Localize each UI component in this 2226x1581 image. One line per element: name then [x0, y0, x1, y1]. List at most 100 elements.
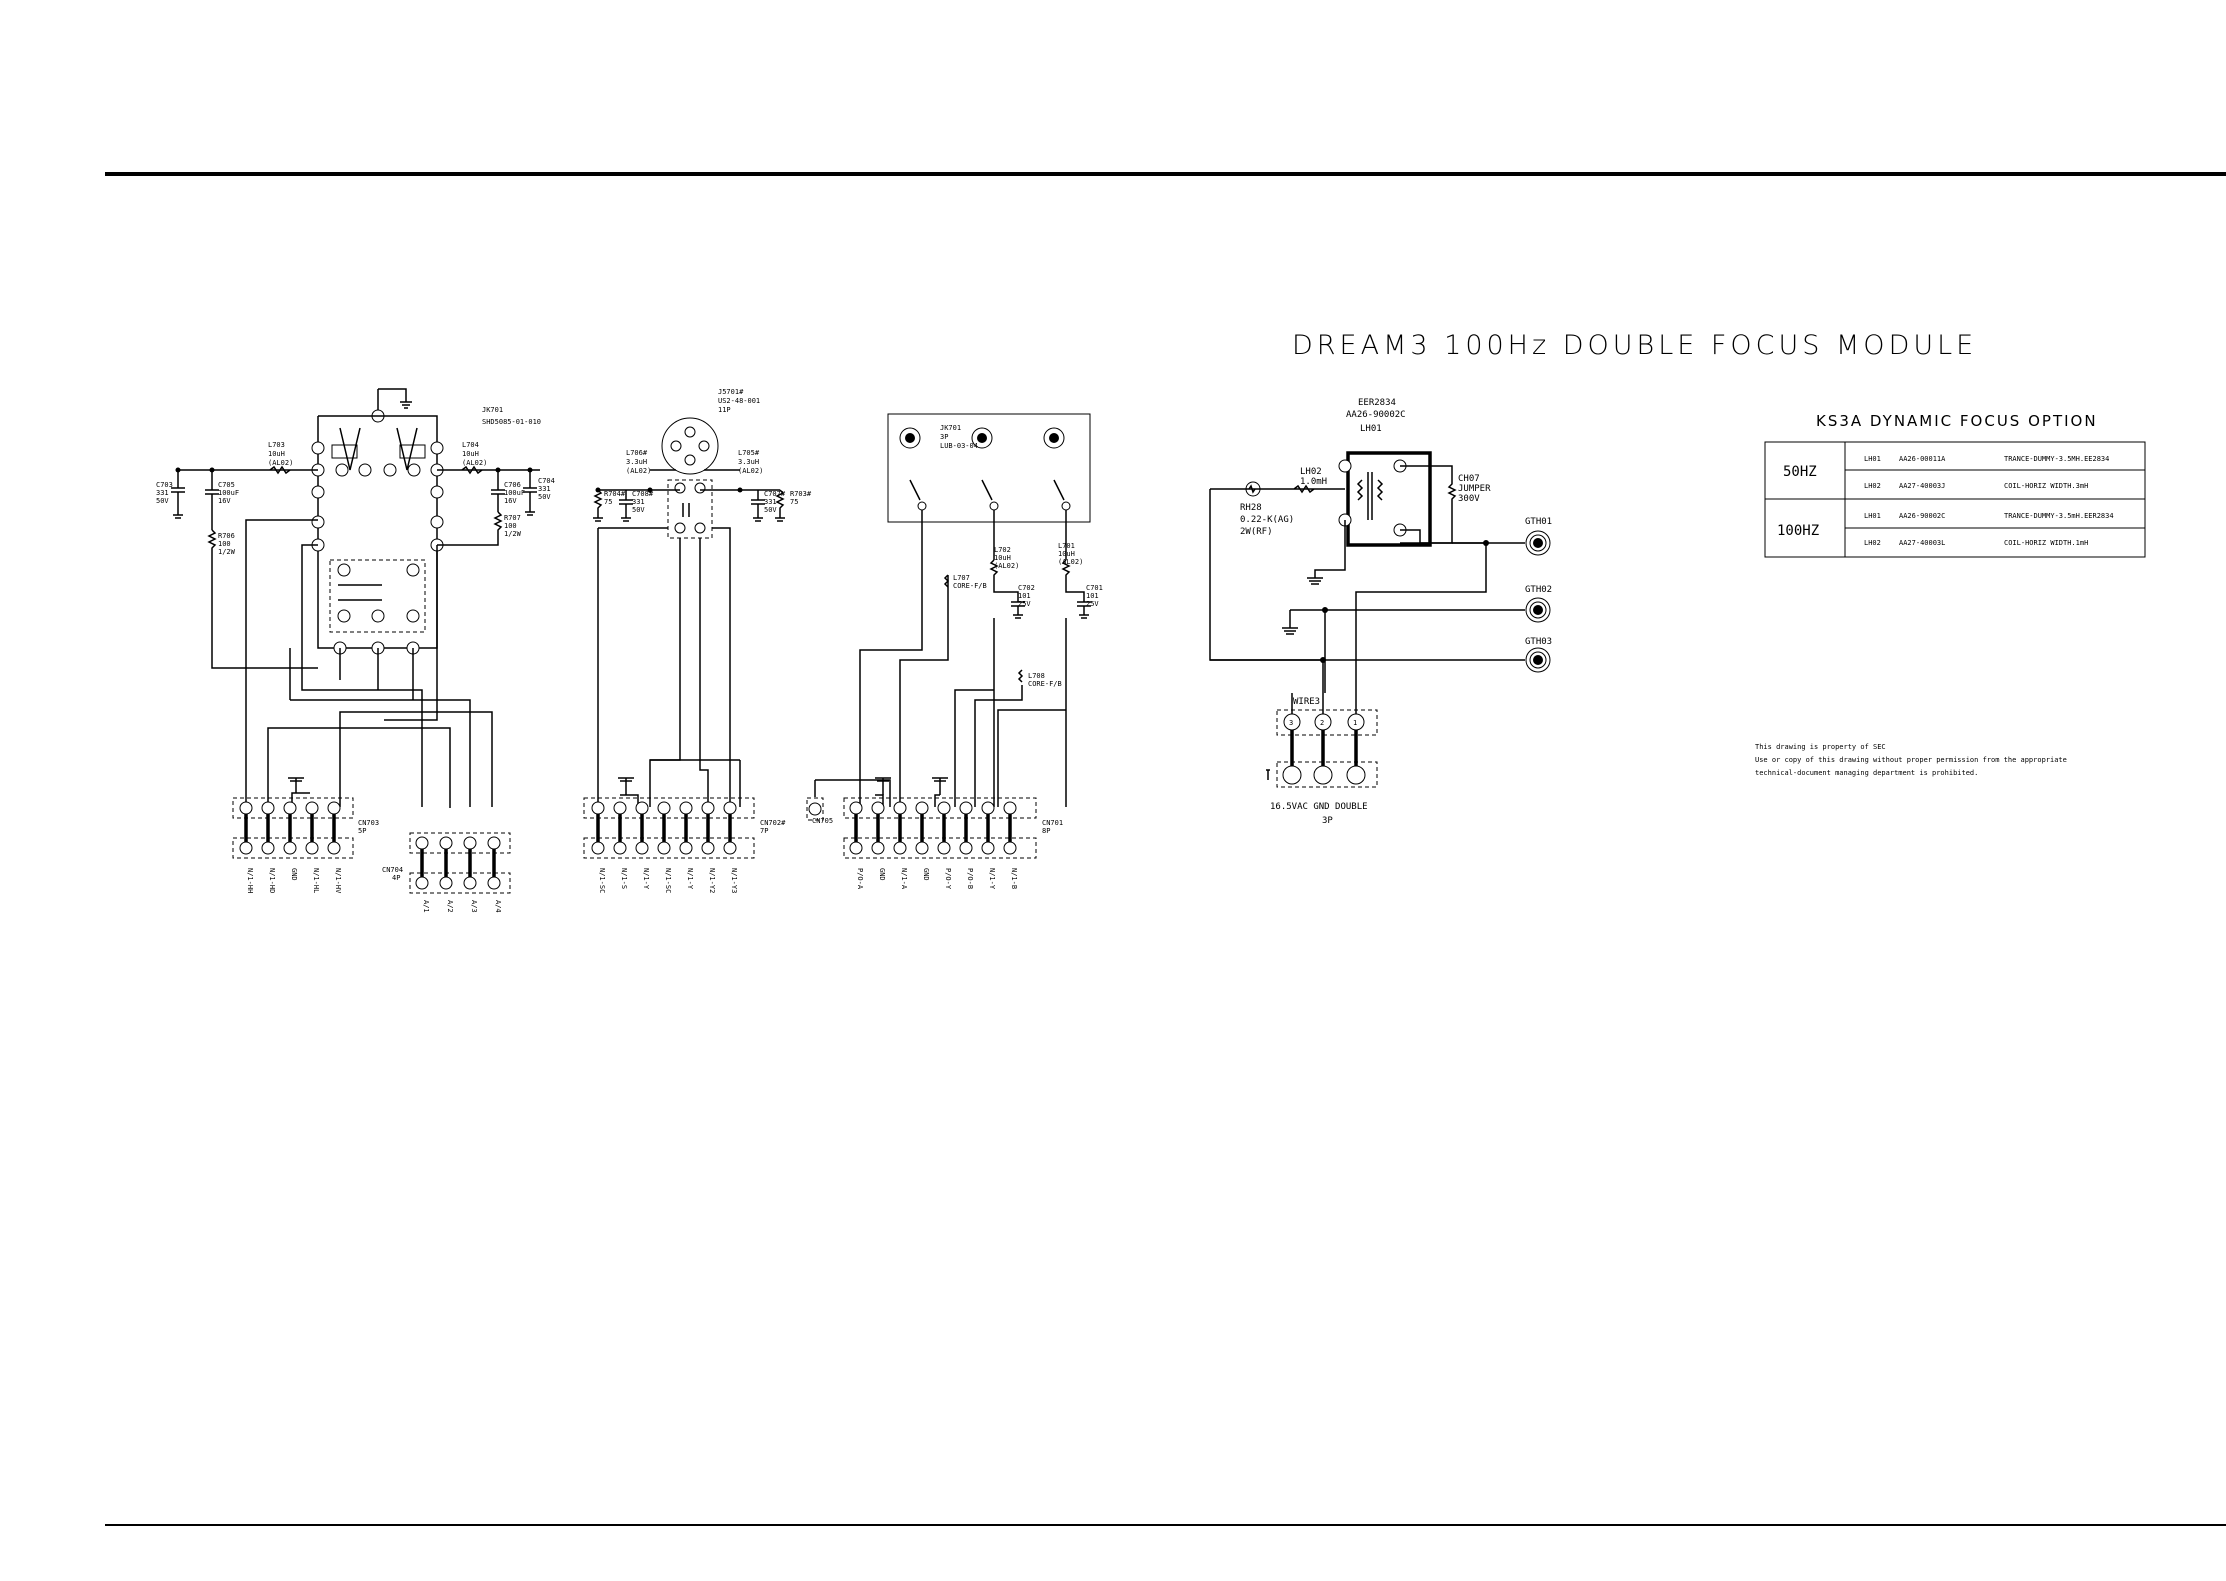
gth03-label: GTH03	[1525, 637, 1552, 647]
lh02-value: 1.0mH	[1300, 477, 1327, 487]
wire3-pin-names: 16.5VAC GND DOUBLE	[1270, 802, 1368, 812]
notice-line: technical-document managing department i…	[1755, 769, 1978, 777]
svg-text:3: 3	[1289, 719, 1293, 727]
cn703-pin-bottom	[239, 841, 253, 855]
option-cell: AA26-90002C	[1899, 512, 1945, 520]
c701-rating: 25V	[1086, 600, 1099, 608]
l702-label: L702	[994, 546, 1011, 554]
r703-label: R703#	[790, 490, 812, 498]
gth01-label: GTH01	[1525, 517, 1552, 527]
r707-power: 1/2W	[504, 530, 522, 538]
jk701b-part-label: LUB-03-04	[940, 442, 978, 450]
cn703-pin-top	[261, 801, 275, 815]
cn701-pin-bottom	[959, 841, 973, 855]
cn703-pin-bottom	[261, 841, 275, 855]
j5701-pins: 11P	[718, 406, 731, 414]
c707-value: 331	[764, 498, 777, 506]
cn702-pin-top	[701, 801, 715, 815]
cn704-label: CN704	[382, 866, 403, 874]
cn702-label: CN702#	[760, 819, 786, 827]
cn701-label: CN701	[1042, 819, 1063, 827]
c701-value: 101	[1086, 592, 1099, 600]
c704-rating: 50V	[538, 493, 551, 501]
cn702-pin-bottom	[679, 841, 693, 855]
bottom-border-rule	[105, 1524, 2226, 1526]
l705-value: 3.3uH	[738, 458, 759, 466]
j5701-part-label: US2-48-001	[718, 397, 760, 405]
cn701-pin-top	[871, 801, 885, 815]
cn701-pin-top	[915, 801, 929, 815]
cn701-pin-bottom	[915, 841, 929, 855]
svg-text:2: 2	[1320, 719, 1324, 727]
l706-value: 3.3uH	[626, 458, 647, 466]
option-cell: AA26-00011A	[1899, 455, 1946, 463]
ch07-rating: 300V	[1458, 494, 1480, 504]
c707-label: C707#	[764, 490, 786, 498]
cn702-pin-top	[679, 801, 693, 815]
l702-value: 10uH	[994, 554, 1011, 562]
cn702-pin-top	[635, 801, 649, 815]
cn703-pin-label: N/1-HH	[246, 868, 254, 893]
c707-rating: 50V	[764, 506, 777, 514]
cn703-label: CN703	[358, 819, 379, 827]
section-jk701-scart: JK701 SHD5085-01-010 L703 10uH (AL02) C7…	[156, 388, 555, 808]
option-cell: COIL-HORIZ WIDTH.3mH	[2004, 482, 2088, 490]
c708-value: 331	[632, 498, 645, 506]
c705-rating: 16V	[218, 497, 231, 505]
l703-package: (AL02)	[268, 459, 293, 467]
r707-value: 100	[504, 522, 517, 530]
cn701-pin-bottom	[1003, 841, 1017, 855]
cn701-pin-top	[893, 801, 907, 815]
option-cell: TRANCE-DUMMY-3.5MH.EE2834	[2004, 455, 2109, 463]
cn704-pin-bottom	[463, 876, 477, 890]
l707-value: CORE-F/B	[953, 582, 987, 590]
cn704-pin-label: A/2	[446, 900, 454, 913]
l701-value: 10uH	[1058, 550, 1075, 558]
top-border-rule	[105, 172, 2226, 176]
l708-label: L708	[1028, 672, 1045, 680]
cn702-pin-label: N/1-Y2	[708, 868, 716, 893]
c703-rating: 50V	[156, 497, 169, 505]
svg-text:1: 1	[1353, 719, 1357, 727]
c702-rating: 25V	[1018, 600, 1031, 608]
l703-label: L703	[268, 441, 285, 449]
option-cell: AA27-40003J	[1899, 482, 1945, 490]
cn703-pin-label: N/1-HD	[268, 868, 276, 893]
l708-value: CORE-F/B	[1028, 680, 1062, 688]
cn703-pin-label: N/1-HV	[334, 868, 342, 894]
cn702-pin-bottom	[613, 841, 627, 855]
cn701-pin-label: N/1-B	[1010, 868, 1018, 889]
cn702-pin-bottom	[591, 841, 605, 855]
l707-label: L707	[953, 574, 970, 582]
l704-label: L704	[462, 441, 479, 449]
option-table-title: KS3A DYNAMIC FOCUS OPTION	[1816, 412, 2098, 430]
cn704-pin-top	[463, 836, 477, 850]
cn704-pin-top	[487, 836, 501, 850]
l706-label: L706#	[626, 449, 648, 457]
cn704-pin-label: A/4	[494, 900, 502, 913]
cn701-pin-top	[959, 801, 973, 815]
cn702-pin-bottom	[635, 841, 649, 855]
cn703-pin-bottom	[327, 841, 341, 855]
wire3-pin-count: 3P	[1322, 816, 1333, 826]
l704-value: 10uH	[462, 450, 479, 458]
cn702-pin-bottom	[701, 841, 715, 855]
cn703-pin-label: N/1-HL	[312, 868, 320, 893]
section-j5701-svideo: J5701# US2-48-001 11P L706# 3.3uH (AL02)…	[593, 388, 812, 807]
r707-label: R707	[504, 514, 521, 522]
cn702-pin-bottom	[657, 841, 671, 855]
cn703-pin-top	[327, 801, 341, 815]
cn702-pin-label: N/1-Y3	[730, 868, 738, 893]
cn701-pin-label: P/O-B	[966, 868, 974, 889]
eer2834-label: EER2834	[1358, 398, 1396, 408]
drawing-title: DREAM3 100Hz DOUBLE FOCUS MODULE	[1292, 330, 1977, 361]
c703-value: 331	[156, 489, 169, 497]
c702-value: 101	[1018, 592, 1031, 600]
option-cell: LH01	[1864, 455, 1881, 463]
section-jk701-rca: JK701 3P LUB-03-04 L702 10uH (AL02) C702…	[806, 413, 1103, 825]
cn701-pin-label: GND	[922, 868, 930, 881]
l706-package: (AL02)	[626, 467, 651, 475]
c704-value: 331	[538, 485, 551, 493]
l704-package: (AL02)	[462, 459, 487, 467]
cn704-pins: 4P	[392, 874, 400, 882]
